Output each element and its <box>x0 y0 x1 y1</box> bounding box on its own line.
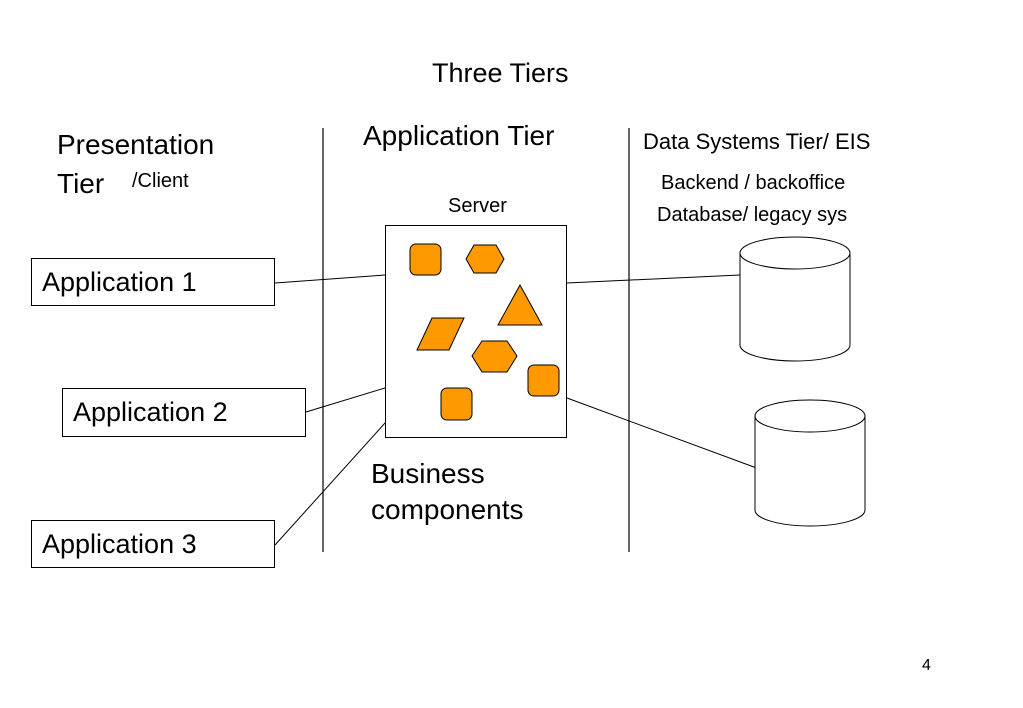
business-components-caption-line1: Business <box>371 458 485 489</box>
application-tier-heading: Application Tier <box>363 120 555 151</box>
connector-app3-server <box>274 422 386 546</box>
server-box <box>385 225 567 438</box>
business-components-caption-line2: components <box>371 494 524 525</box>
presentation-tier-heading-line1: Presentation <box>57 129 215 160</box>
application-label: Application 1 <box>42 266 197 297</box>
slide-title: Three Tiers <box>432 58 569 88</box>
data-tier-heading: Data Systems Tier/ EIS <box>643 129 871 154</box>
presentation-tier-heading-line2: Tier <box>57 168 105 199</box>
connector-app1-server <box>274 274 386 284</box>
application-label: Application 2 <box>73 397 228 427</box>
connector-server-db2 <box>566 397 763 471</box>
application-label: Application 3 <box>42 528 197 559</box>
component-rounded-square <box>409 243 442 276</box>
connector-app2-server <box>305 387 386 413</box>
component-parallelogram <box>416 317 465 351</box>
connector-server-db1 <box>566 274 741 284</box>
application-box-1: Application 1 <box>31 258 275 306</box>
component-hexagon <box>465 244 505 274</box>
data-tier-database-label: Database/ legacy sys <box>657 204 848 226</box>
application-box-2: Application 2 <box>62 388 306 437</box>
component-triangle <box>497 283 543 326</box>
component-rounded-square <box>527 364 560 397</box>
component-hexagon <box>471 340 518 373</box>
server-label: Server <box>448 195 507 217</box>
data-tier-backend-label: Backend / backoffice <box>661 172 846 194</box>
application-box-3: Application 3 <box>31 520 275 568</box>
page-number: 4 <box>922 657 931 674</box>
business-components <box>409 243 560 421</box>
presentation-tier-subheading: /Client <box>132 170 189 192</box>
component-rounded-square <box>440 387 473 421</box>
